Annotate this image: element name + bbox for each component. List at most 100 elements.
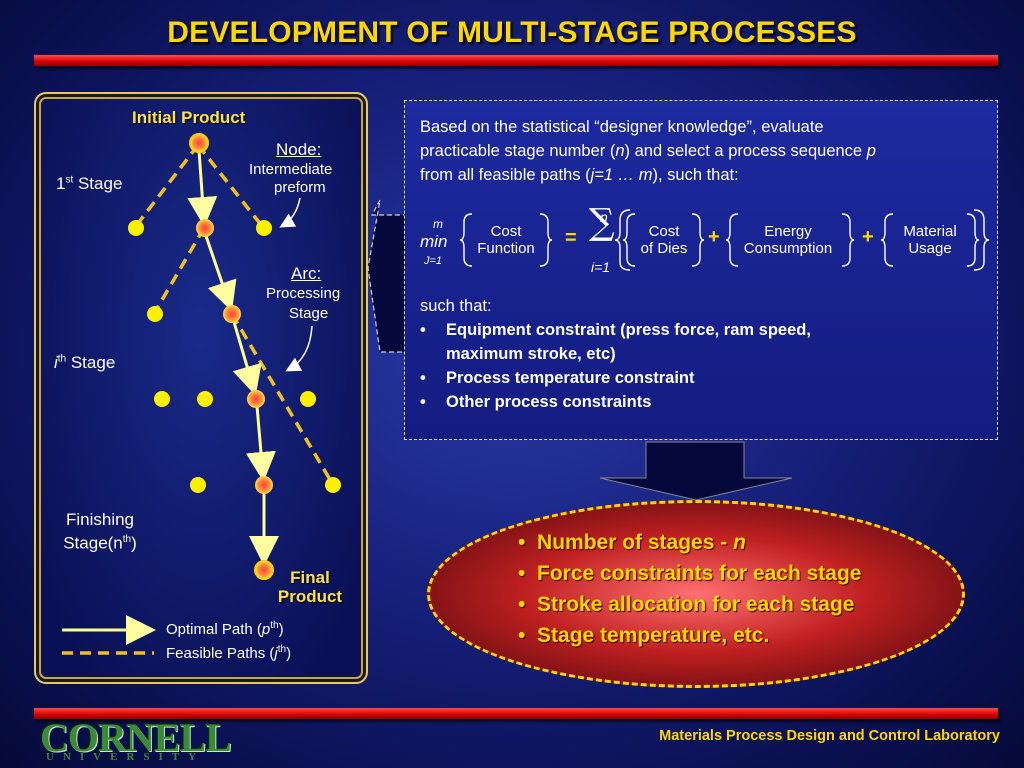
bracket-left	[459, 213, 473, 267]
intro-line-3b: ), such that:	[652, 166, 739, 184]
outcome-var-n: n	[733, 531, 746, 554]
final-product-label: Final Product	[262, 568, 358, 606]
intro-var-n: n	[615, 142, 625, 160]
arc-desc-2: Stage	[289, 305, 329, 322]
sum-lower-limit: i=1	[591, 259, 611, 275]
cost-function-term: Cost Function	[468, 223, 544, 257]
constraint-text: Equipment constraint (press force, ram s…	[446, 321, 811, 339]
such-that-label: such that:	[420, 297, 492, 315]
cornell-logo: CORNELL	[40, 715, 232, 760]
intro-line-2a: practicable stage number (	[420, 142, 616, 160]
plus-sign-1: +	[708, 226, 720, 248]
intro-line-2b: ) and select a process sequence	[624, 142, 867, 160]
objective-box	[404, 100, 998, 440]
finishing-sup: th	[122, 534, 132, 545]
optimal-path-segment	[204, 235, 237, 312]
outcome-item: • Stroke allocation for each stage	[518, 593, 855, 616]
bracket-right	[691, 213, 705, 267]
energy-consumption-term: Energy Consumption	[730, 223, 846, 257]
intro-line-3a: from all feasible paths (	[420, 166, 591, 184]
graph-node	[128, 220, 144, 236]
bracket-left	[622, 213, 636, 267]
cost-of-dies-term: Cost of Dies	[628, 223, 700, 257]
node-callout-arrow	[279, 197, 301, 228]
bottom-red-bar	[34, 708, 998, 719]
legend-feasible-sup: th	[277, 644, 287, 655]
stage-i-text: Stage	[66, 353, 116, 372]
outcome-text: Stroke allocation for each stage	[537, 593, 855, 616]
stage-1-label: 1st Stage	[56, 174, 122, 194]
footer-lab-name: Materials Process Design and Control Lab…	[659, 728, 1000, 744]
cornell-logo-sub: UNIVERSITY	[46, 751, 206, 763]
optimal-path-segment	[232, 321, 262, 396]
final-node	[254, 560, 274, 580]
node-desc-2: preform	[274, 179, 326, 196]
legend-feasible-var: j	[274, 645, 278, 662]
outcome-text: Number of stages -	[537, 531, 734, 554]
arc-desc-1: Processing	[266, 285, 341, 302]
legend-feasible-label: Feasible Paths (jth)	[166, 644, 291, 662]
graph-node	[325, 477, 341, 493]
energy-line-2: Consumption	[743, 240, 833, 257]
finishing-stage-label: Finishing Stage(nth)	[50, 510, 150, 554]
plus-sign-2: +	[862, 226, 874, 248]
graph-node	[300, 391, 316, 407]
equals-sign: =	[565, 227, 577, 249]
outcome-item: • Number of stages - n	[518, 531, 746, 554]
cost-dies-line-2: of Dies	[640, 240, 688, 257]
constraint-text: Other process constraints	[446, 393, 652, 411]
min-operator: min	[420, 232, 448, 251]
intro-var-j: j=1 … m	[590, 166, 653, 184]
node-desc-1: Intermediate	[249, 161, 333, 178]
graph-node-optimal	[255, 476, 273, 494]
stage-1-sup: st	[65, 174, 74, 186]
constraint-item: •Other process constraints	[420, 393, 652, 411]
feasible-paths	[134, 143, 334, 484]
stage-i-sup: th	[57, 353, 67, 365]
optimal-path	[187, 149, 279, 566]
legend-optimal-close: )	[278, 621, 284, 638]
outcome-item: • Force constraints for each stage	[518, 562, 862, 585]
bracket-left	[880, 213, 894, 267]
cost-dies-line-1: Cost	[648, 223, 680, 240]
graph-node	[197, 391, 213, 407]
cost-function-line-2: Function	[477, 240, 535, 257]
cost-function-line-1: Cost	[490, 223, 522, 240]
stage-1-number: 1	[56, 174, 66, 193]
constraint-item-continued: maximum stroke, etc)	[420, 342, 990, 366]
graph-nodes	[128, 133, 341, 580]
outcome-text: Force constraints for each stage	[537, 562, 862, 585]
bracket-right	[539, 213, 553, 267]
legend-optimal-text: Optimal Path (	[166, 621, 262, 638]
feasible-path-segment	[230, 313, 334, 484]
material-usage-term: Material Usage	[888, 223, 972, 257]
sum-symbol: ∑	[589, 202, 615, 243]
min-superscript: m	[433, 217, 443, 231]
legend-feasible-text: Feasible Paths (	[166, 645, 275, 662]
outcome-item: • Stage temperature, etc.	[518, 624, 770, 647]
bracket-right	[973, 209, 990, 271]
arc-title: Arc:	[291, 264, 322, 283]
intro-line-1: Based on the statistical “designer knowl…	[420, 118, 824, 136]
bracket-left	[725, 213, 739, 267]
bracket-right	[966, 213, 980, 267]
node-title: Node:	[276, 140, 322, 159]
material-line-1: Material	[903, 223, 957, 240]
finishing-line-1: Finishing	[65, 510, 135, 529]
stage-1-text: Stage	[73, 174, 123, 193]
final-line-2: Product	[277, 587, 343, 606]
constraints-list: •Equipment constraint (press force, ram …	[420, 318, 990, 414]
final-line-1: Final	[290, 568, 330, 587]
outcome-text: Stage temperature, etc.	[537, 624, 770, 647]
graph-node-optimal	[196, 219, 214, 237]
optimal-path-segment	[246, 405, 276, 482]
energy-line-1: Energy	[764, 223, 812, 240]
intro-var-p: p	[866, 142, 876, 160]
graph-node	[154, 391, 170, 407]
graph-node-optimal	[223, 305, 241, 323]
outcome-ellipse	[427, 500, 965, 688]
initial-product-label: Initial Product	[132, 108, 246, 127]
sum-upper-limit: n	[600, 209, 608, 225]
